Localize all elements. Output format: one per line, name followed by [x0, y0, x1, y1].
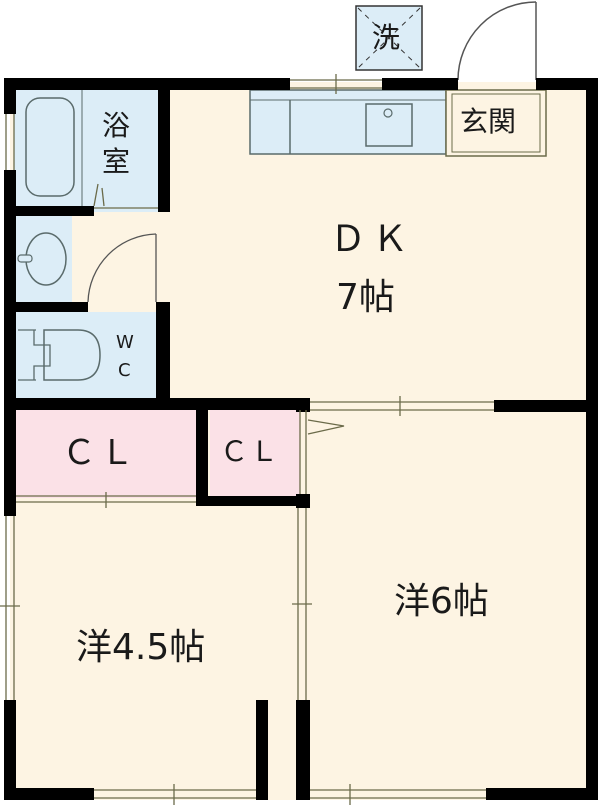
bath-area	[14, 88, 162, 212]
dk-label-1: ＤＫ	[330, 219, 415, 260]
closet-left-area	[14, 410, 198, 498]
entrance-label: 玄関	[460, 105, 517, 138]
closet-right-area	[210, 410, 300, 496]
bath-label-1: 浴	[102, 109, 131, 142]
entrance-area	[445, 89, 547, 157]
toilet-icon	[43, 329, 101, 381]
wc-area	[14, 312, 162, 400]
bath-label-2: 室	[102, 145, 131, 178]
wc-label-2: C	[118, 360, 131, 381]
walls	[4, 78, 598, 800]
western-6-label: 洋6帖	[394, 581, 489, 622]
kitchen-counter	[249, 89, 447, 155]
wc-label-1: W	[116, 332, 134, 353]
bathtub-icon	[25, 97, 75, 197]
closet-right-label: ＣＬ	[220, 435, 281, 468]
sink-icon	[365, 103, 413, 147]
dk-label-2: 7帖	[336, 277, 395, 318]
closet-left-label: ＣＬ	[62, 433, 138, 473]
windows	[0, 74, 494, 805]
wash-door-swing	[87, 233, 157, 303]
entrance-door-swing	[457, 1, 537, 81]
laundry-label: 洗	[372, 21, 401, 54]
western-45-label: 洋4.5帖	[76, 627, 206, 668]
